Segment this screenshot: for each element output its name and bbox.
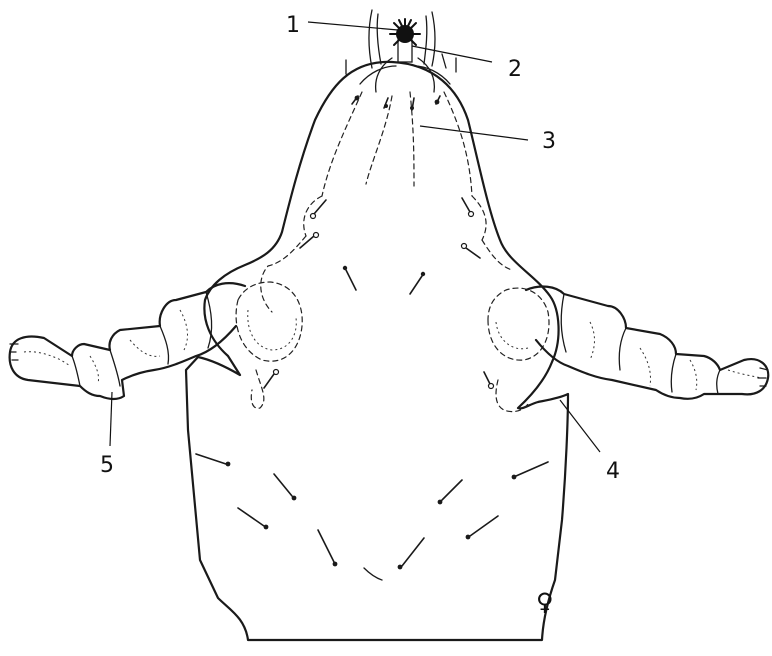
left-palp <box>10 283 245 399</box>
label-4: 4 <box>606 459 620 484</box>
label-1: 1 <box>286 13 300 38</box>
leader-lines <box>110 22 600 452</box>
internal-dashed-lines <box>261 92 512 312</box>
label-5: 5 <box>100 453 114 478</box>
hypostome-denticles <box>390 19 420 45</box>
female-symbol: ♀ <box>536 588 554 616</box>
label-2: 2 <box>508 57 522 82</box>
coxal-sockets <box>236 282 549 412</box>
callout-labels: 1 2 3 4 5 ♀ <box>100 13 620 616</box>
label-3: 3 <box>542 129 556 154</box>
right-palp <box>526 287 768 399</box>
setae <box>196 96 548 580</box>
